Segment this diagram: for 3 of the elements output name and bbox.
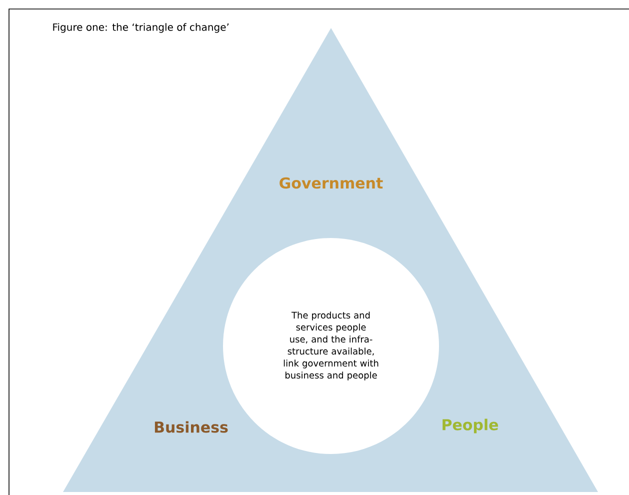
corner-label: Government: [280, 177, 383, 189]
corner-label: People: [442, 418, 498, 434]
figure-title: Figure one: the ‘triangle of change’: [53, 23, 229, 33]
